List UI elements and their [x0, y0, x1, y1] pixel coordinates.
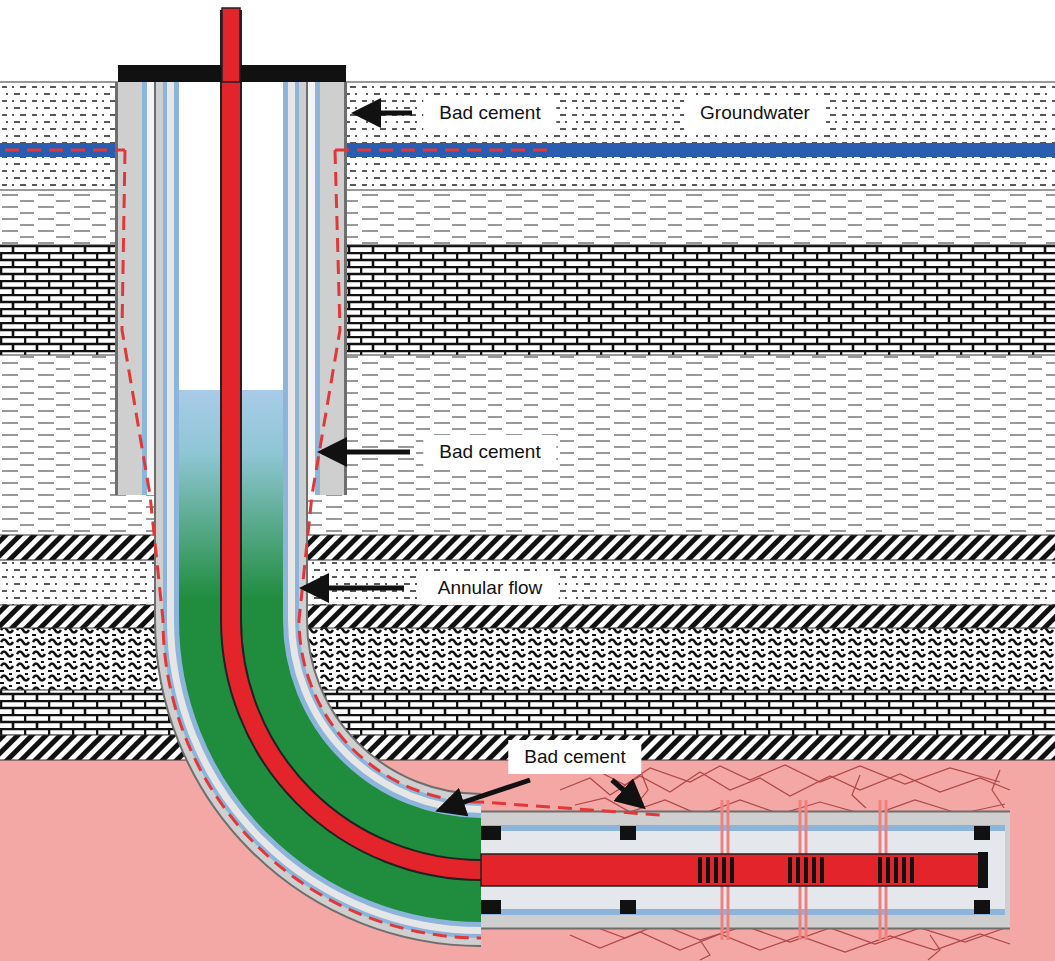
tubing [231, 10, 985, 886]
target-shale [0, 760, 1055, 961]
borehole-wall [481, 811, 1010, 930]
leader-arrows [304, 113, 642, 810]
callout-label: Annular flow [422, 571, 559, 605]
callout-label: Bad cement [508, 740, 641, 774]
production-casing [481, 825, 1005, 915]
callout-label: Bad cement [423, 96, 556, 130]
perforation-marks [700, 857, 912, 883]
tubing-top [222, 8, 240, 82]
limestone-layer [0, 690, 1055, 735]
callout-label: Bad cement [423, 435, 556, 469]
packers [481, 826, 990, 914]
wellbore [231, 82, 1010, 870]
cement [481, 813, 1010, 928]
leak-paths [5, 150, 660, 938]
casing-interior [481, 831, 1005, 909]
callout-label: Groundwater [684, 96, 826, 130]
rock-layers [0, 82, 1055, 961]
